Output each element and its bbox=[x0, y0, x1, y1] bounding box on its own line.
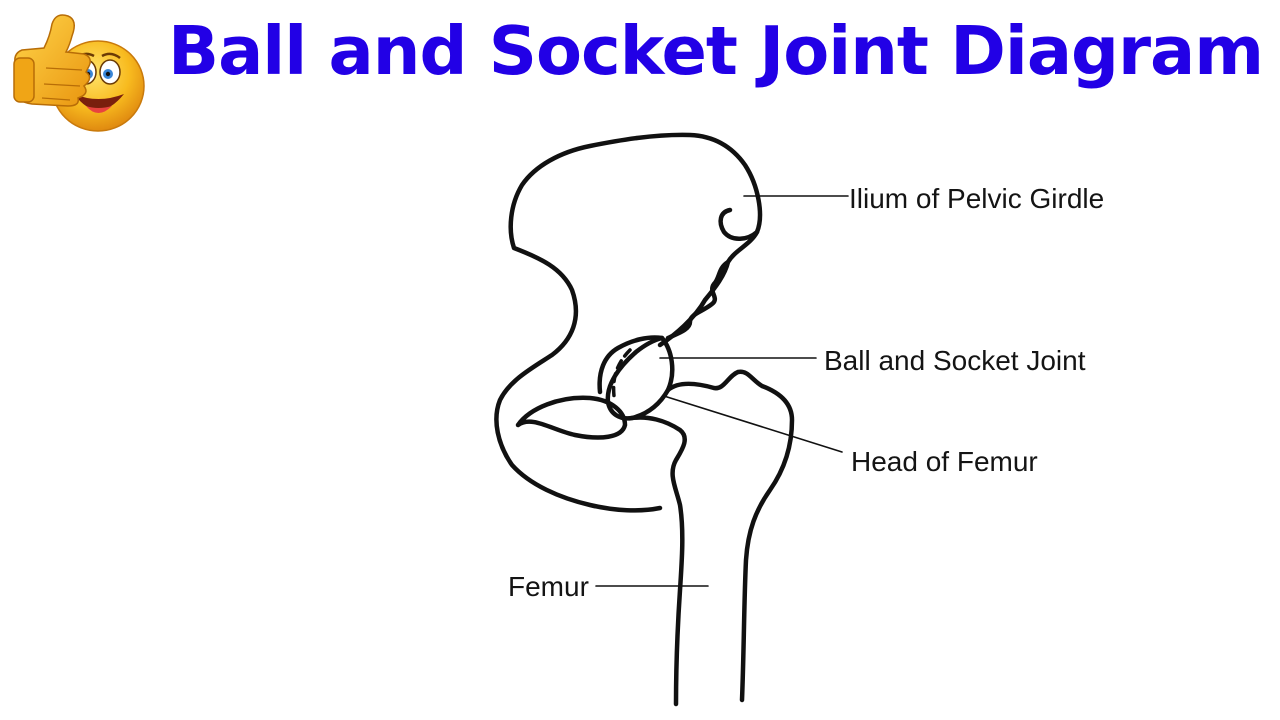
thumbs-up-emoji-icon bbox=[13, 14, 145, 132]
ilium-inner-edge bbox=[665, 259, 731, 341]
ilium-outline bbox=[494, 132, 763, 513]
page-title: Ball and Socket Joint Diagram bbox=[168, 12, 1264, 90]
acetabulum-edge bbox=[597, 335, 665, 395]
femur-shaft-left bbox=[629, 415, 687, 707]
obturator-loop bbox=[515, 395, 628, 440]
socket-dashed-line bbox=[611, 348, 632, 398]
ilium-hook bbox=[718, 207, 760, 241]
label-ball-socket-joint: Ball and Socket Joint bbox=[824, 345, 1086, 376]
label-femur: Femur bbox=[508, 571, 589, 602]
leader-head bbox=[663, 395, 843, 453]
femur-head bbox=[605, 335, 675, 421]
femur-shaft-right bbox=[665, 369, 795, 703]
label-ilium: Ilium of Pelvic Girdle bbox=[849, 183, 1105, 214]
label-head-of-femur: Head of Femur bbox=[851, 446, 1038, 477]
